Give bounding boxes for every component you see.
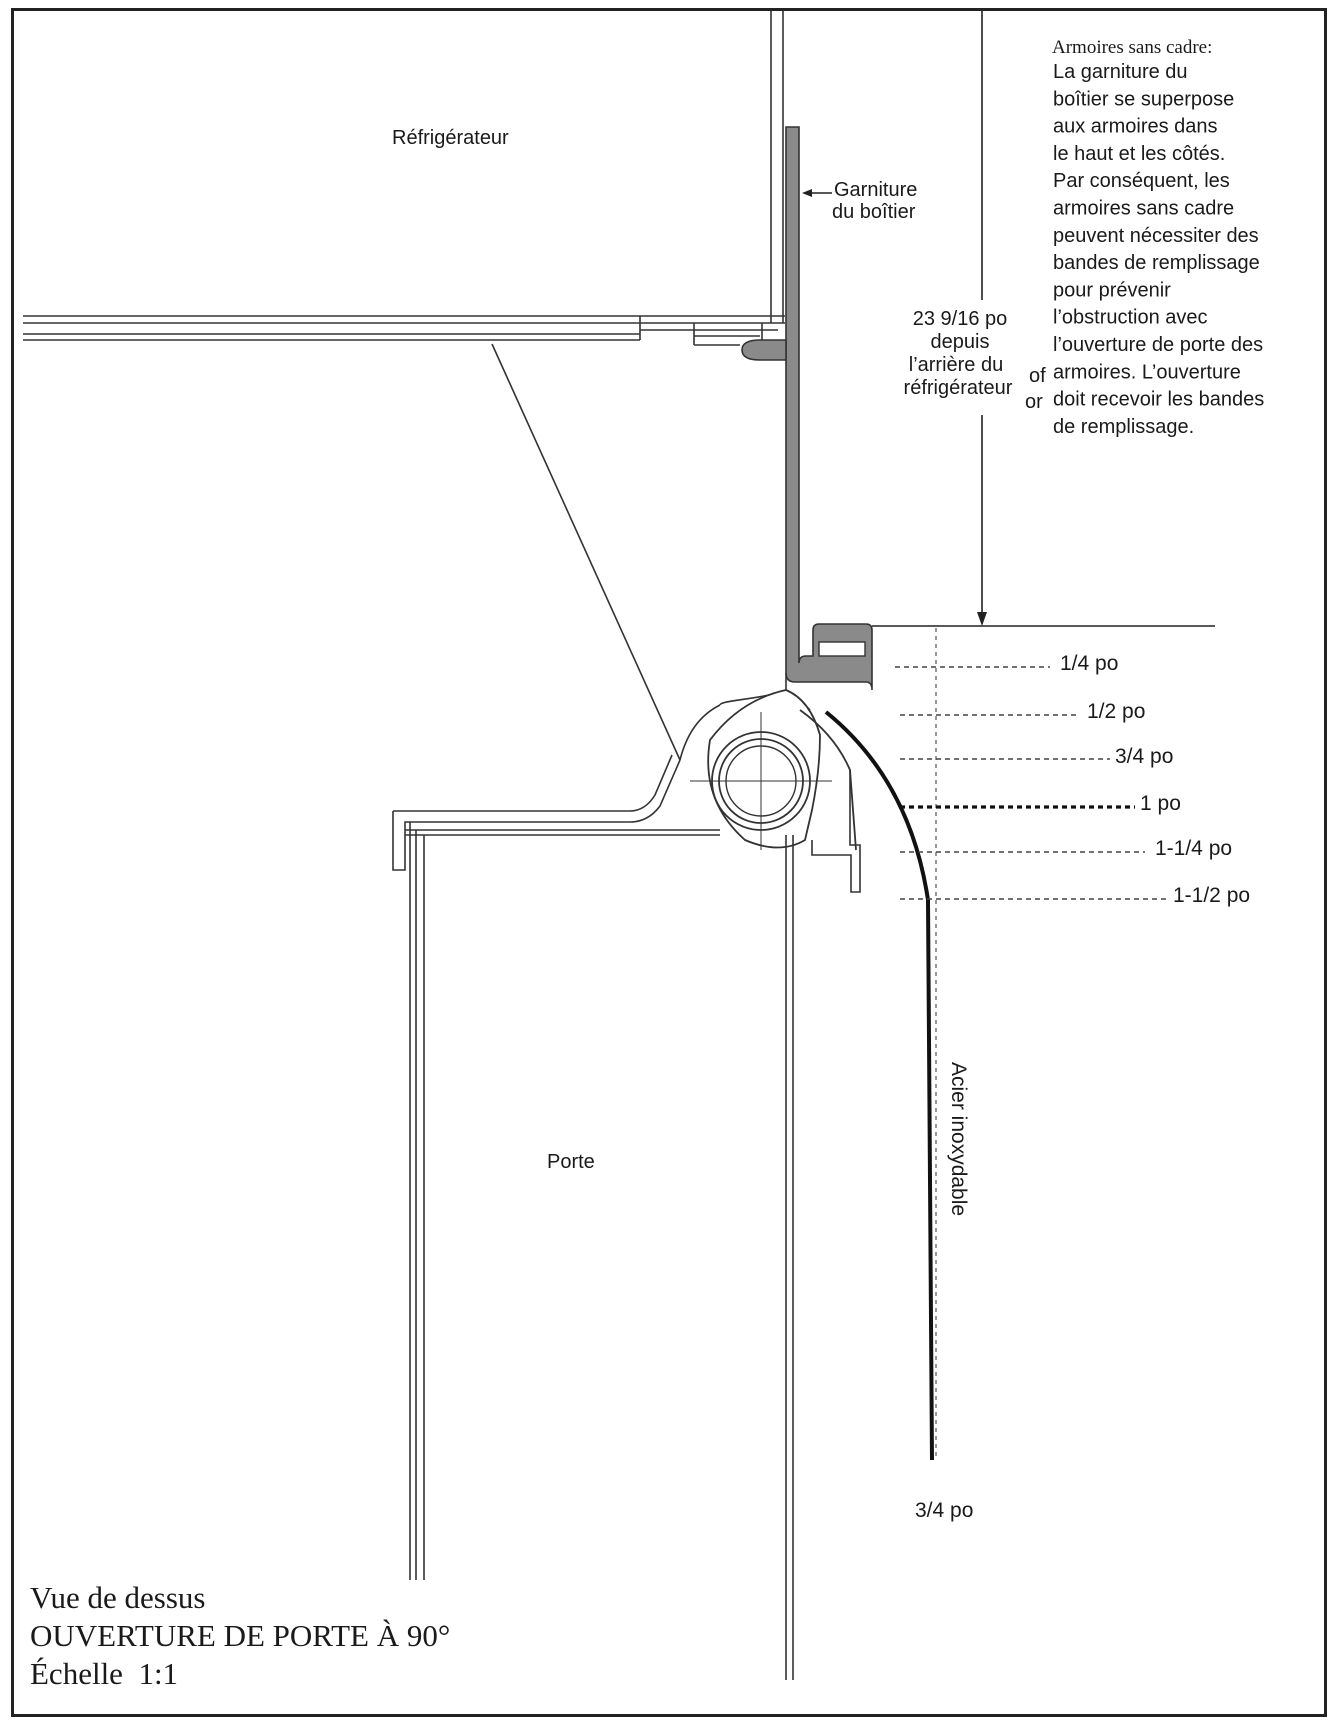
clearance-label: 1/4 po (1060, 652, 1118, 675)
note-heading: Armoires sans cadre: (1052, 37, 1212, 58)
svg-text:l’arrière du: l’arrière du (909, 354, 1003, 376)
note-line: peuvent nécessiter des (1053, 225, 1259, 247)
or-or-label: or (1025, 391, 1043, 413)
note-line: armoires sans cadre (1053, 198, 1234, 220)
door-bracket (392, 754, 861, 893)
drawing-frame (11, 8, 1327, 1717)
note-line: l’ouverture de porte des (1053, 334, 1263, 356)
note-line: le haut et les côtés. (1053, 143, 1225, 165)
caption-view: Vue de dessus (30, 1580, 206, 1615)
note-line: aux armoires dans (1053, 116, 1218, 138)
clearance-lines (895, 666, 1170, 900)
stainless-label: Acier inoxydable (947, 1062, 970, 1216)
clearance-label: 1-1/4 po (1155, 837, 1232, 860)
note-line: pour prévenir (1053, 279, 1171, 301)
caption-title: OUVERTURE DE PORTE À 90° (30, 1618, 450, 1653)
stainless-door-skin (824, 710, 934, 1461)
depth-arrow (977, 612, 987, 626)
bottom-dimension-label: 3/4 po (915, 1499, 973, 1522)
trim-inner (818, 641, 866, 657)
note-line: armoires. L’ouverture (1053, 361, 1241, 383)
refrigerator-label: Réfrigérateur (392, 127, 509, 149)
caption-scale: Échelle 1:1 (30, 1656, 178, 1691)
svg-text:23 9/16 po: 23 9/16 po (913, 308, 1008, 330)
svg-text:depuis: depuis (931, 331, 990, 353)
note-line: bandes de remplissage (1053, 252, 1260, 274)
depth-dimension (872, 11, 1215, 627)
clearance-label: 1-1/2 po (1173, 884, 1250, 907)
caption: Vue de dessus OUVERTURE DE PORTE À 90° É… (30, 1580, 450, 1691)
frameless-cabinet-note: Armoires sans cadre: La garniture du boît… (1052, 37, 1264, 438)
clearance-label: 3/4 po (1115, 745, 1173, 768)
door-label: Porte (547, 1151, 595, 1173)
clearance-label: 1/2 po (1087, 700, 1145, 723)
trim-label-line2: du boîtier (832, 201, 916, 223)
note-line: boîtier se superpose (1053, 88, 1234, 110)
clearance-label: 1 po (1140, 792, 1181, 815)
note-line: de remplissage. (1053, 416, 1194, 438)
case-trim-return (741, 339, 787, 361)
trim-label-line1: Garniture (834, 179, 917, 201)
hinge-body (690, 689, 857, 851)
note-line: doit recevoir les bandes (1053, 389, 1264, 411)
note-line: La garniture du (1053, 61, 1188, 83)
or-of-label: of (1029, 365, 1046, 387)
note-line: Par conséquent, les (1053, 170, 1230, 192)
case-trim (785, 126, 873, 691)
door-panel (409, 822, 794, 1680)
note-line: l’obstruction avec (1053, 307, 1208, 329)
svg-text:réfrigérateur: réfrigérateur (904, 377, 1013, 399)
depth-label: 23 9/16 po depuis l’arrière du réfrigéra… (904, 308, 1013, 399)
trim-leader-arrow (802, 189, 812, 197)
refrigerator-cabinet (23, 11, 785, 346)
clearance-labels: 1/4 po 1/2 po 3/4 po 1 po 1-1/4 po 1-1/2 po (1060, 652, 1250, 907)
